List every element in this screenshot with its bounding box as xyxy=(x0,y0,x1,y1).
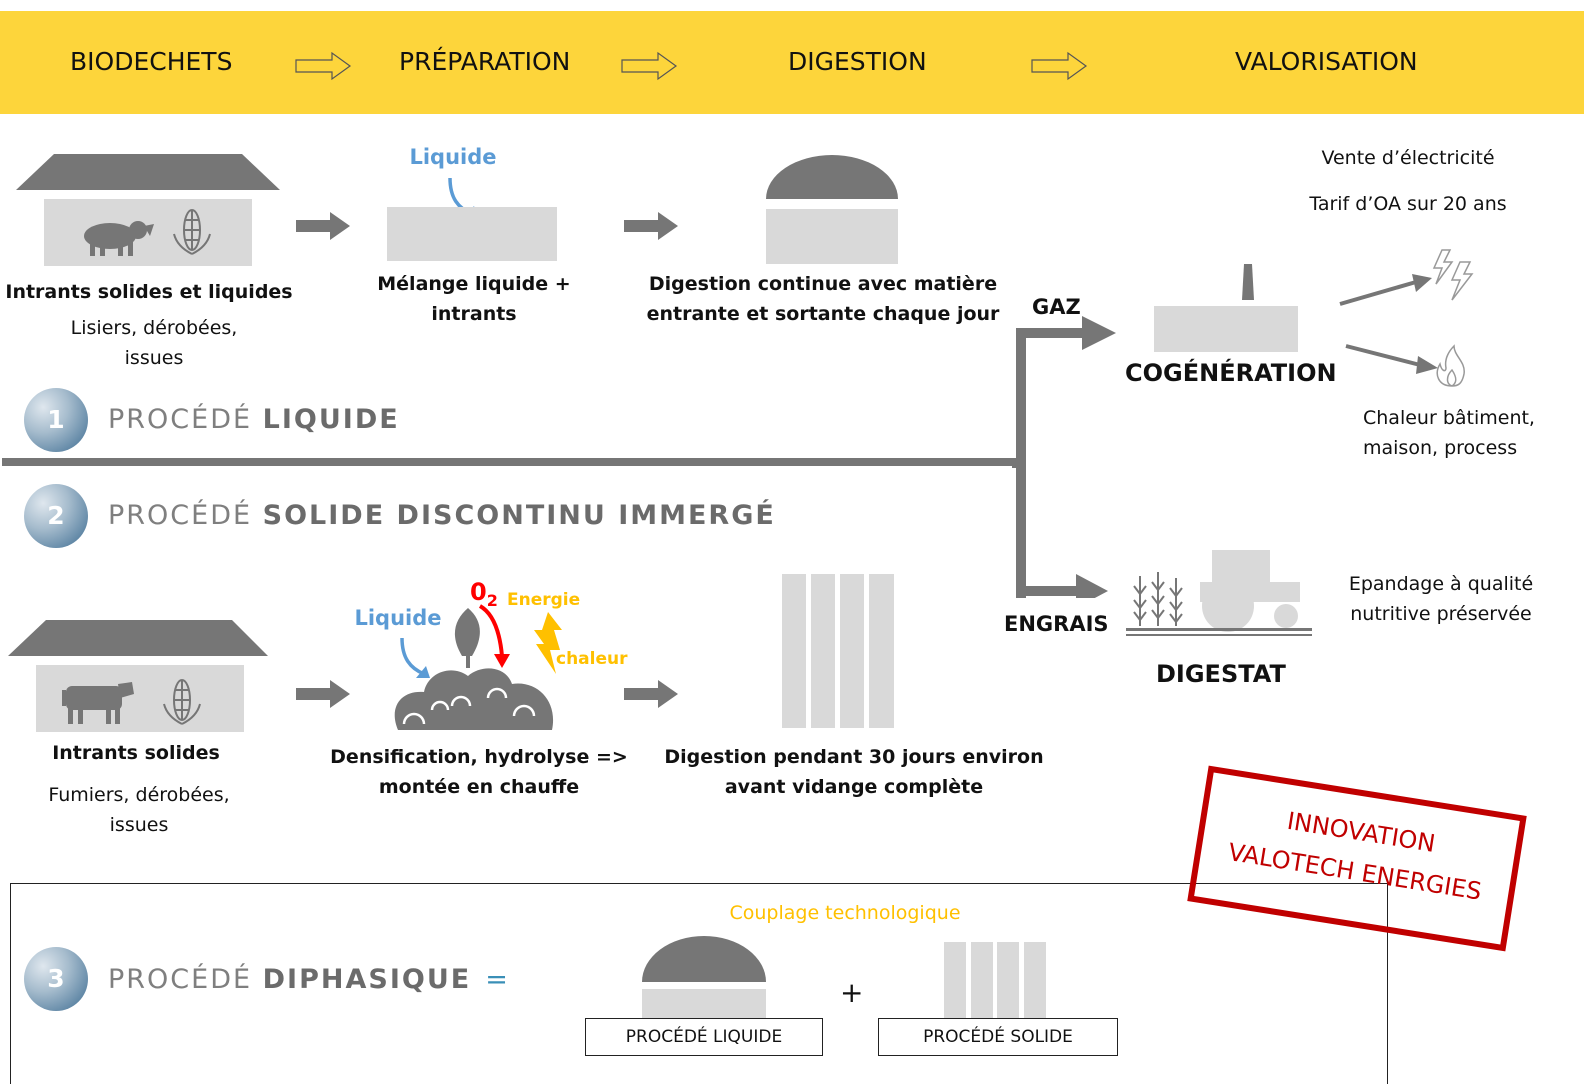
solid-digesters-icon xyxy=(944,942,1046,1018)
branch-arrows-icon xyxy=(1012,316,1116,598)
process2-digest-caption: Digestion pendant 30 jours environ avant… xyxy=(664,746,1044,798)
process2-badge: 2 xyxy=(24,484,88,548)
lightning-icon xyxy=(1432,249,1474,301)
process1-digest-caption: Digestion continue avec matière entrante… xyxy=(646,273,1000,325)
process3-title: PROCÉDÉ DIPHASIQUE= xyxy=(108,964,510,995)
header-arrow-icon xyxy=(621,51,678,81)
digestate-label: DIGESTAT xyxy=(1156,660,1286,688)
heat-arrow-icon xyxy=(1345,344,1438,374)
oxygen-arrow-icon xyxy=(478,604,510,668)
flow-arrow-icon xyxy=(624,680,678,708)
step-preparation: PRÉPARATION xyxy=(399,47,571,76)
solid-process-box: PROCÉDÉ SOLIDE xyxy=(878,1018,1118,1056)
process1-inputs-sub: Lisiers, dérobées, issues xyxy=(70,317,238,369)
liquid-arrow-icon xyxy=(400,637,430,678)
flow-arrow-icon xyxy=(296,680,350,708)
flame-icon xyxy=(1436,344,1465,387)
process1-prep-caption: Mélange liquide + intrants xyxy=(377,273,571,325)
process1-badge: 1 xyxy=(24,388,88,452)
gas-label: GAZ xyxy=(1032,295,1081,319)
batch-digesters xyxy=(782,574,894,728)
energy-label: Energie xyxy=(507,590,581,610)
tractor-field-icon xyxy=(1126,550,1312,636)
process1-liquid-label: Liquide xyxy=(409,145,497,169)
digester-dome-icon xyxy=(766,155,898,264)
process3-frame xyxy=(10,883,1388,1084)
flow-arrow-icon xyxy=(624,212,678,240)
step-biodechets: BIODECHETS xyxy=(70,47,233,76)
process2-inputs-title: Intrants solides xyxy=(52,742,220,764)
process-steps-header: BIODECHETS PRÉPARATION DIGESTION VALORIS… xyxy=(0,11,1584,114)
liquid-digester-icon xyxy=(642,936,766,1018)
spreading-caption: Epandage à qualité nutritive préservée xyxy=(1348,573,1534,625)
process2-title: PROCÉDÉ SOLIDE DISCONTINU IMMERGÉ xyxy=(108,500,776,531)
coupling-label: Couplage technologique xyxy=(729,902,961,924)
process1-title: PROCÉDÉ LIQUIDE xyxy=(108,404,400,435)
header-arrow-icon xyxy=(1031,51,1088,81)
process1-inputs-title: Intrants solides et liquides xyxy=(5,281,293,303)
header-arrow-icon xyxy=(295,51,352,81)
o2-label: 02 xyxy=(470,578,498,610)
liquid-process-box: PROCÉDÉ LIQUIDE xyxy=(585,1018,823,1056)
cogeneration-plant-icon xyxy=(1154,264,1298,352)
flow-arrow-icon xyxy=(296,212,350,240)
heat-label: chaleur xyxy=(556,649,628,669)
compost-heap-icon xyxy=(394,608,554,730)
electricity-caption: Vente d’électricité Tarif d’OA sur 20 an… xyxy=(1309,147,1507,215)
barn-pig-icon xyxy=(16,154,280,266)
step-valorisation: VALORISATION xyxy=(1235,47,1418,76)
mixing-tank xyxy=(387,207,557,261)
heat-caption: Chaleur bâtiment, maison, process xyxy=(1363,407,1535,459)
fertilizer-label: ENGRAIS xyxy=(1004,612,1109,636)
cogeneration-label: COGÉNÉRATION xyxy=(1125,359,1337,387)
process2-prep-caption: Densification, hydrolyse => montée en ch… xyxy=(330,746,628,798)
process2-inputs-sub: Fumiers, dérobées, issues xyxy=(48,784,230,836)
process3-badge: 3 xyxy=(24,947,88,1011)
process2-liquid-label: Liquide xyxy=(354,606,442,630)
electricity-arrow-icon xyxy=(1339,274,1432,306)
plus-sign: + xyxy=(840,976,864,1009)
barn-cow-icon xyxy=(8,620,268,732)
divider-line xyxy=(2,458,1022,466)
step-digestion: DIGESTION xyxy=(788,47,927,76)
energy-bolt-icon xyxy=(534,612,562,674)
